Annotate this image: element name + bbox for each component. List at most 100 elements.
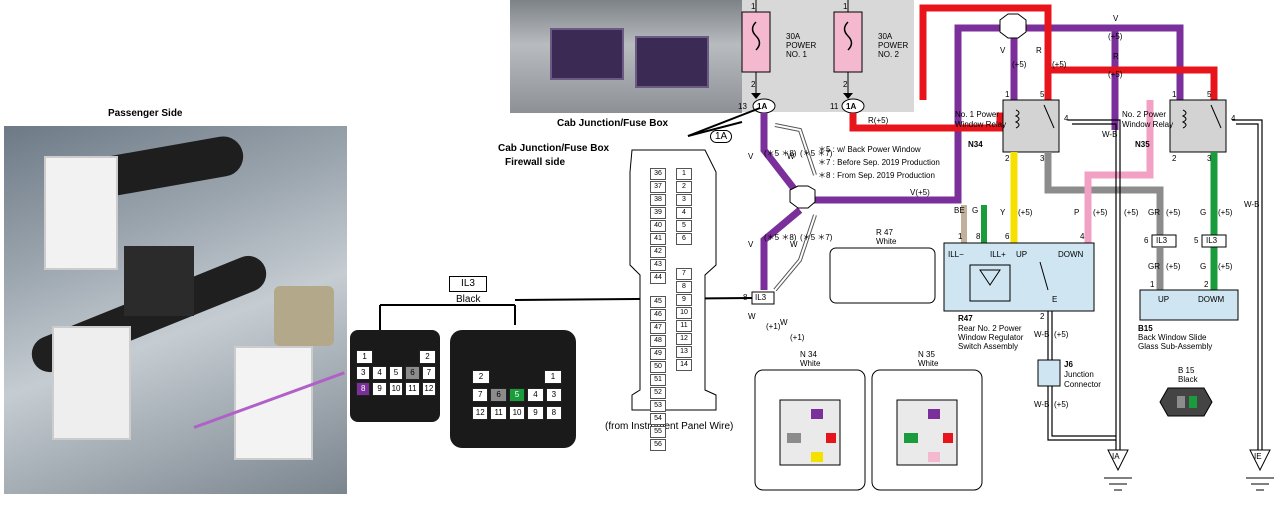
n34-conn-color: White [800, 359, 821, 368]
ground-ie-triangle [1249, 449, 1271, 472]
wire-label-plus5-8: (＊5 ＊8) [764, 149, 797, 158]
cab-junction-pin: 55 [650, 426, 666, 438]
j6-id: J6 [1064, 360, 1073, 369]
il3-left-pin: 11 [405, 382, 420, 396]
r47-id: R47 [958, 314, 973, 323]
relay-n35-id: N35 [1135, 140, 1150, 149]
il3-pointer-to-diagram [514, 297, 753, 301]
cab-junction-pin: 10 [676, 307, 692, 319]
b15-pin-1: 1 [1150, 280, 1155, 289]
r47-pin-ill-minus: ILL− [948, 250, 964, 259]
r47-conn-color: White [876, 237, 897, 246]
wire-label-w: W [787, 152, 795, 161]
cab-junction-pin: 2 [676, 181, 692, 193]
il3-pin5-num: 5 [1194, 236, 1199, 245]
note-5: ＊5 : w/ Back Power Window [818, 145, 921, 154]
cab-junction-pin: 47 [650, 322, 666, 334]
relay-n35-pin-2: 2 [1172, 154, 1177, 163]
relay-n34-desc-1: No. 1 Power [955, 110, 1000, 119]
n34-pin-purple [811, 409, 823, 419]
relay-n35-body [1169, 99, 1227, 153]
fuse-2-body [833, 11, 863, 73]
il3-color-label: Black [456, 294, 481, 305]
relay-n35-pin-4: 4 [1231, 114, 1236, 123]
n35-pin-red [943, 433, 953, 443]
wire-label-r-plus5: R(+5) [868, 116, 889, 125]
wire-label-plus5: (+5) [1093, 208, 1108, 217]
n34-pin-yellow [811, 452, 823, 462]
cab-junction-pin [650, 285, 666, 295]
cab-junction-pin: 9 [676, 294, 692, 306]
wire-label-y: Y [1000, 208, 1006, 217]
white-connector-photo [44, 156, 118, 270]
n35-pin-green [904, 433, 918, 443]
cab-junction-pin: 42 [650, 246, 666, 258]
r47-conn-title: R 47 [876, 228, 893, 237]
b15-pin-2: 2 [1204, 280, 1209, 289]
wire-label-g: G [1200, 262, 1207, 271]
cab-junction-pin: 50 [650, 361, 666, 373]
b15-pin-green [1189, 396, 1197, 408]
fuse-2-arrow [843, 93, 853, 99]
pink-wire [1084, 100, 1154, 245]
relay-n35-desc-2: Window Relay [1122, 120, 1174, 129]
splice-point-upper [999, 13, 1027, 39]
wire-label-plus5-8: (＊5 ＊8) [764, 233, 797, 242]
fuse-1-name-2: POWER [786, 41, 817, 50]
wire-label-gr: GR [1148, 262, 1160, 271]
j6-desc-2: Connector [1064, 380, 1101, 389]
fuse-2-pin-bottom: 2 [843, 80, 848, 89]
white-wire [774, 214, 816, 291]
ground-ie-label: IE [1254, 452, 1262, 461]
black-box-photo [124, 246, 194, 316]
r47-desc-2: Window Regulator [958, 333, 1024, 342]
r47-switch-contact [1039, 261, 1049, 291]
cab-junction-pin: 54 [650, 413, 666, 425]
il3-left-pin: 4 [372, 366, 387, 380]
b15-id: B15 [1138, 324, 1153, 333]
r47-illumination-box [969, 264, 1011, 302]
il3-face-right-grid: 2 1 7 6 5 4 3 12 11 10 9 8 [472, 370, 563, 420]
cab-junction-pin: 52 [650, 387, 666, 399]
red-wire-relay2 [1044, 66, 1218, 100]
fuse-1-pin-top: 1 [751, 2, 756, 11]
ground-ia-label: IA [1112, 452, 1120, 461]
j6-desc-1: Junction [1064, 370, 1094, 379]
n34-conn-title: N 34 [800, 350, 817, 359]
il3-right-pin: 4 [527, 388, 544, 402]
il3-pin8-num: 8 [743, 293, 748, 302]
cab-junction-pin: 39 [650, 207, 666, 219]
r47-pin-up: UP [1016, 250, 1028, 259]
wire-label-plus5-7: (＊5 ＊7) [800, 149, 833, 158]
n35-pin-purple [928, 409, 940, 419]
purple-wire-to-il3 [760, 207, 803, 290]
cab-junction-pin: 13 [676, 346, 692, 358]
il3-left-pin: 12 [421, 382, 437, 396]
il3-left-pin: 8 [356, 382, 371, 396]
ground-ia-triangle [1107, 449, 1129, 472]
cab-junction-pin [676, 257, 692, 267]
wb-wire-relay1 [1068, 119, 1121, 450]
b15-body [1139, 289, 1239, 321]
il3-face-left-grid: 1 2 3 4 5 6 7 8 9 10 11 12 [356, 350, 437, 396]
wire-label-r: R [1036, 46, 1042, 55]
fuse-box-photo [510, 0, 742, 113]
passenger-side-label: Passenger Side [108, 108, 183, 119]
il3-left-pin: 6 [405, 366, 420, 380]
relay-n34-desc-2: Window Relay [955, 120, 1007, 129]
il3-right-pin: 12 [472, 406, 489, 420]
relay-n34-id: N34 [968, 140, 983, 149]
cab-junction-pin: 6 [676, 233, 692, 245]
n35-pin-pink [928, 452, 940, 462]
relay-n34-coil [1014, 109, 1020, 129]
wire-label-g: G [972, 206, 979, 215]
relay-n34-pin-3: 3 [1040, 154, 1045, 163]
wire-label-v-plus5: V(+5) [910, 188, 930, 197]
il3-left-pin: 1 [356, 350, 374, 364]
relay-n35-pin-5: 5 [1207, 90, 1212, 99]
fuse-1-connector-pin: 13 [738, 102, 747, 111]
relay-n35-coil [1181, 109, 1187, 129]
wire-label-plus5-7: (＊5 ＊7) [800, 233, 833, 242]
il3-tag: IL3 [449, 276, 487, 292]
